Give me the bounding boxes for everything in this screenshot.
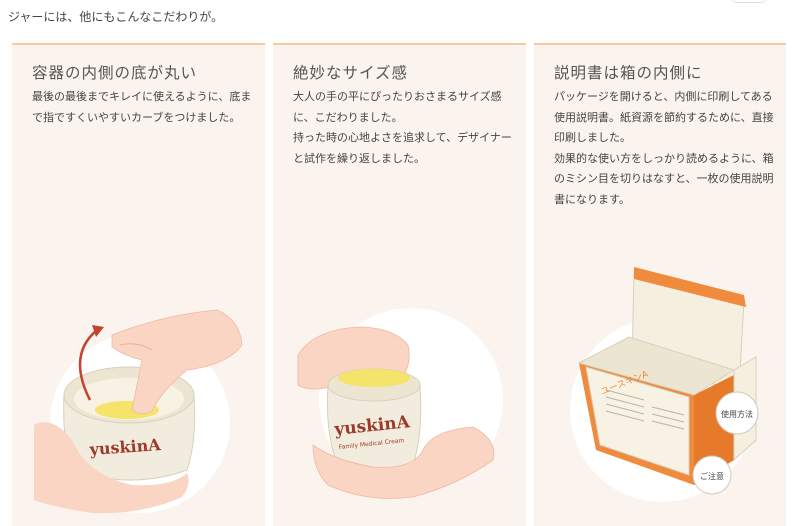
feature-panel-instructions: 説明書は箱の内側に パッケージを開けると、内側に印刷してある使用説明書。紙資源を… (534, 43, 786, 526)
box-illustration: ユースキンA 使用方法 ご注意 (570, 267, 759, 502)
panel-title: 容器の内側の底が丸い (32, 64, 198, 82)
jar-scoop-illustration: yuskinA (34, 309, 243, 514)
panel-paragraph: 最後の最後までキレイに使えるように、底まで指ですくいやすいカーブをつけました。 (32, 90, 252, 124)
panel-description: パッケージを開けると、内側に印刷してある使用説明書。紙資源を節約するために、直接… (554, 87, 774, 210)
panel-paragraph: 効果的な使い方をしっかり読めるように、箱のミシン目を切りはなすと、一枚の使用説明… (554, 151, 774, 206)
panel-description: 大人の手の平にぴったりおさまるサイズ感に、こだわりました。 持った時の心地よさを… (293, 87, 513, 169)
panel-description: 最後の最後までキレイに使えるように、底まで指ですくいやすいカーブをつけました。 (32, 87, 252, 128)
panel-title: 説明書は箱の内側に (554, 64, 703, 82)
panel-title: 絶妙なサイズ感 (293, 64, 409, 82)
badge-caution: ご注意 (700, 471, 724, 481)
intro-text: ジャーには、他にもこんなこだわりが。 (8, 10, 224, 24)
jar-hold-illustration: yuskinA Family Medical Cream (297, 308, 503, 499)
feature-panel-size: 絶妙なサイズ感 大人の手の平にぴったりおさまるサイズ感に、こだわりました。 持っ… (273, 43, 526, 526)
decorative-curve (729, 0, 769, 3)
badge-usage: 使用方法 (721, 409, 753, 419)
feature-panel-round-bottom: 容器の内側の底が丸い 最後の最後までキレイに使えるように、底まで指ですくいやすい… (12, 43, 265, 526)
panel-paragraph: 持った時の心地よさを追求して、デザイナーと試作を繰り返しました。 (293, 131, 512, 165)
panel-paragraph: 大人の手の平にぴったりおさまるサイズ感に、こだわりました。 (293, 90, 502, 124)
panel-paragraph: パッケージを開けると、内側に印刷してある使用説明書。紙資源を節約するために、直接… (554, 90, 774, 144)
